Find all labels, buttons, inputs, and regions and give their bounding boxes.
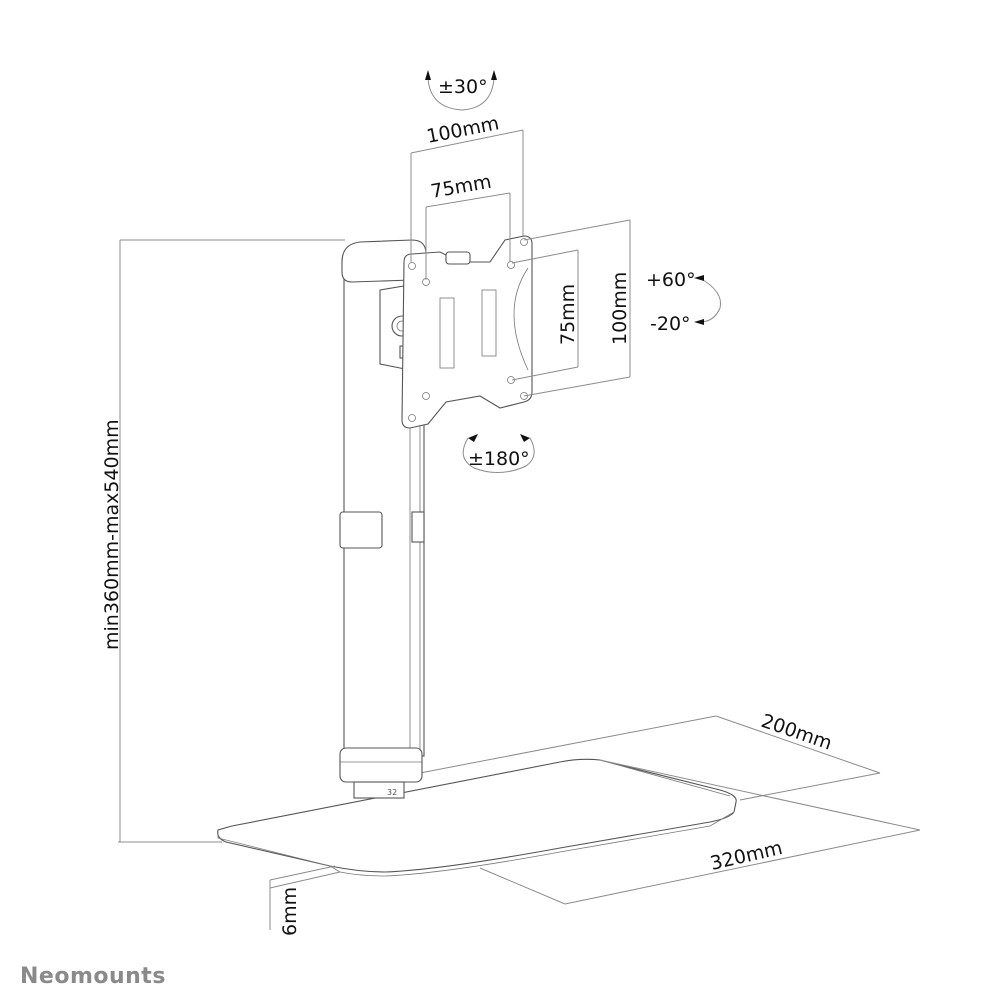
base-marking: 32	[387, 788, 397, 797]
rotation-indicators	[425, 70, 722, 473]
base-dimensions	[269, 715, 921, 930]
vesa-dimensions	[410, 129, 631, 397]
vesa-plate	[401, 235, 533, 429]
vesa-outer-height-label: 100mm	[609, 272, 631, 345]
height-range-label: min360mm-max540mm	[101, 419, 123, 650]
base-plate	[217, 758, 737, 877]
tilt-up-label: +60°	[646, 269, 696, 291]
vesa-inner-height-label: 75mm	[557, 284, 579, 345]
rotation-label: ±180°	[468, 448, 530, 470]
base-depth-label: 200mm	[758, 710, 834, 755]
height-dimension	[118, 239, 345, 843]
base-thickness-label: 6mm	[279, 887, 301, 936]
vesa-inner-width-label: 75mm	[429, 171, 493, 203]
base-width-label: 320mm	[708, 837, 784, 875]
tilt-down-label: -20°	[650, 313, 691, 335]
brand-logo: Neomounts	[20, 964, 166, 989]
tilt-top-label: ±30°	[438, 76, 488, 98]
